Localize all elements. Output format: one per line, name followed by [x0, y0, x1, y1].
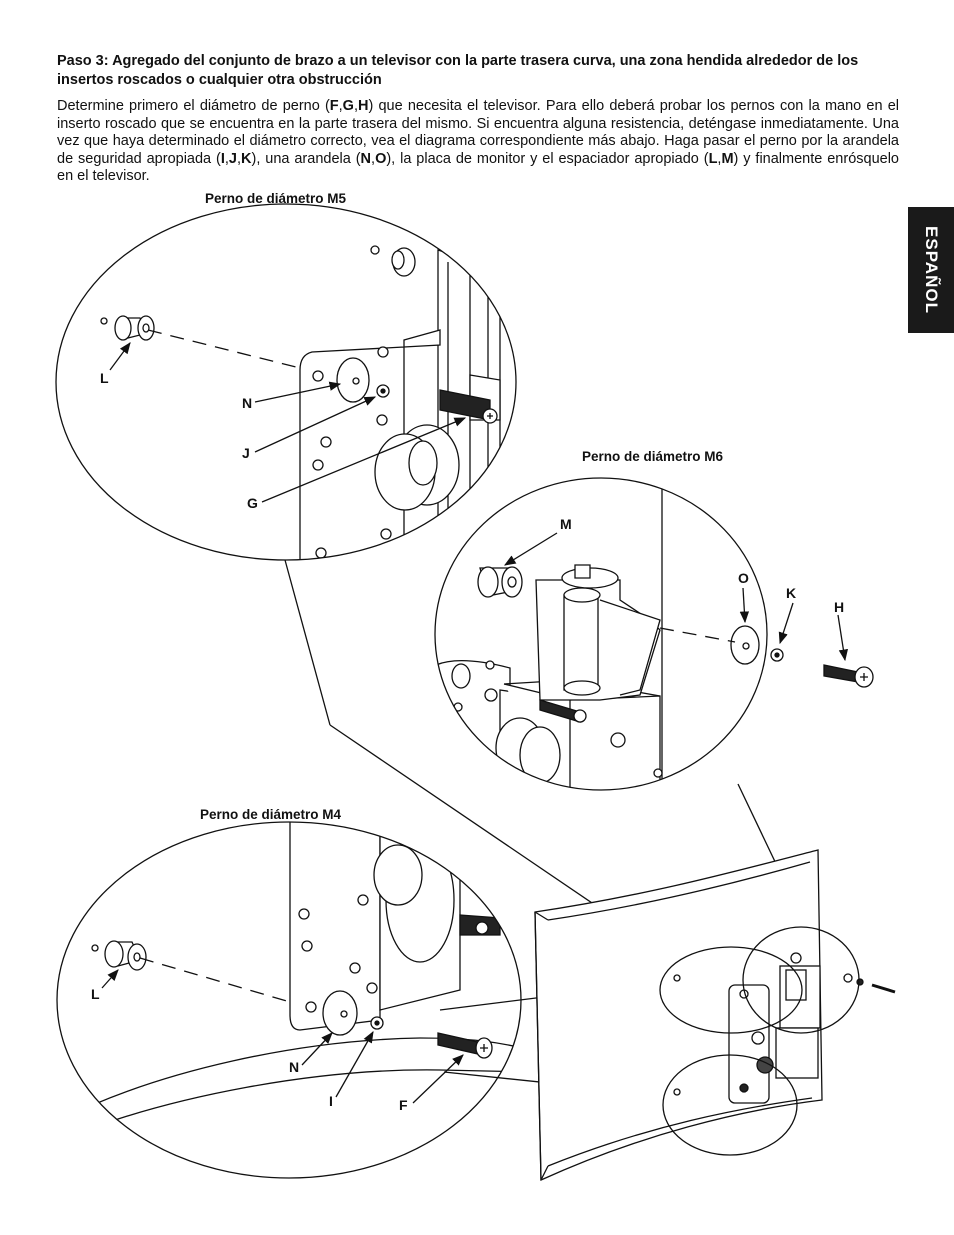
label-m6-h: H: [834, 599, 844, 615]
caption-m5: Perno de diámetro M5: [205, 191, 347, 206]
detail-m6: M O K H: [434, 477, 874, 791]
tv-overview: [534, 849, 896, 1181]
step-heading: Paso 3: Agregado del conjunto de brazo a…: [57, 53, 859, 88]
label-m5-l: L: [100, 370, 109, 386]
label-m6-k: K: [786, 585, 796, 601]
caption-m4: Perno de diámetro M4: [200, 807, 342, 822]
instructions-paragraph: Determine primero el diámetro de perno (…: [57, 98, 899, 184]
label-m5-g: G: [247, 495, 258, 511]
label-m4-l: L: [91, 986, 100, 1002]
label-m6-m: M: [560, 516, 572, 532]
tv-detail-circles: [659, 926, 860, 1156]
label-m5-n: N: [242, 395, 252, 411]
detail-m5: L N J G: [55, 203, 517, 561]
label-m5-j: J: [242, 445, 250, 461]
label-m4-n: N: [289, 1059, 299, 1075]
label-m4-i: I: [329, 1093, 333, 1109]
caption-m6: Perno de diámetro M6: [582, 449, 724, 464]
detail-m4: L N I F: [56, 821, 522, 1179]
label-m6-o: O: [738, 570, 749, 586]
label-m4-f: F: [399, 1097, 408, 1113]
language-tab: ESPAÑOL: [908, 207, 954, 333]
